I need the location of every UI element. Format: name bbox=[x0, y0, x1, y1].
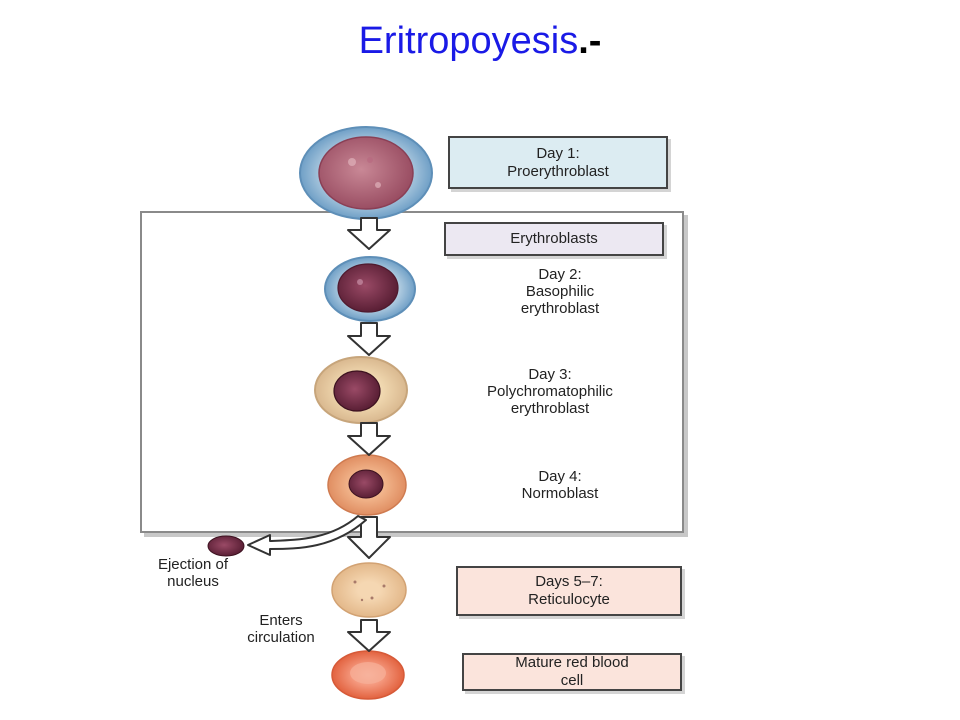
basophilic-erythroblast-cell bbox=[324, 256, 416, 322]
down-arrow-icon bbox=[347, 516, 391, 559]
polychromatophilic-erythroblast-cell bbox=[314, 356, 408, 424]
erythroblasts-label-box: Erythroblasts bbox=[444, 222, 664, 256]
day3-label: Day 3: Polychromatophilic erythroblast bbox=[487, 366, 613, 417]
ejection-arrow-icon bbox=[247, 515, 367, 556]
mature-label-box: Mature red blood cell bbox=[462, 653, 682, 691]
down-arrow-icon bbox=[347, 619, 391, 652]
day2-label: Day 2: Basophilic erythroblast bbox=[520, 266, 600, 317]
ejected-nucleus bbox=[207, 535, 245, 557]
day1-label-box: Day 1: Proerythroblast bbox=[448, 136, 668, 189]
page-title: Eritropoyesis.- bbox=[0, 20, 960, 63]
down-arrow-icon bbox=[347, 422, 391, 456]
down-arrow-icon bbox=[347, 217, 391, 250]
ejection-label: Ejection of nucleus bbox=[157, 556, 229, 590]
day4-label: Day 4: Normoblast bbox=[521, 468, 599, 502]
erythroblasts-frame bbox=[140, 211, 684, 533]
normoblast-cell bbox=[327, 454, 407, 516]
reticulocyte-cell bbox=[331, 562, 407, 618]
title-text: Eritropoyesis bbox=[358, 20, 579, 62]
mature-red-blood-cell bbox=[331, 650, 405, 700]
proerythroblast-cell bbox=[299, 126, 433, 220]
title-suffix: .- bbox=[578, 20, 602, 62]
down-arrow-icon bbox=[347, 322, 391, 356]
days57-label-box: Days 5–7: Reticulocyte bbox=[456, 566, 682, 616]
enters-circulation-label: Enters circulation bbox=[247, 612, 315, 646]
